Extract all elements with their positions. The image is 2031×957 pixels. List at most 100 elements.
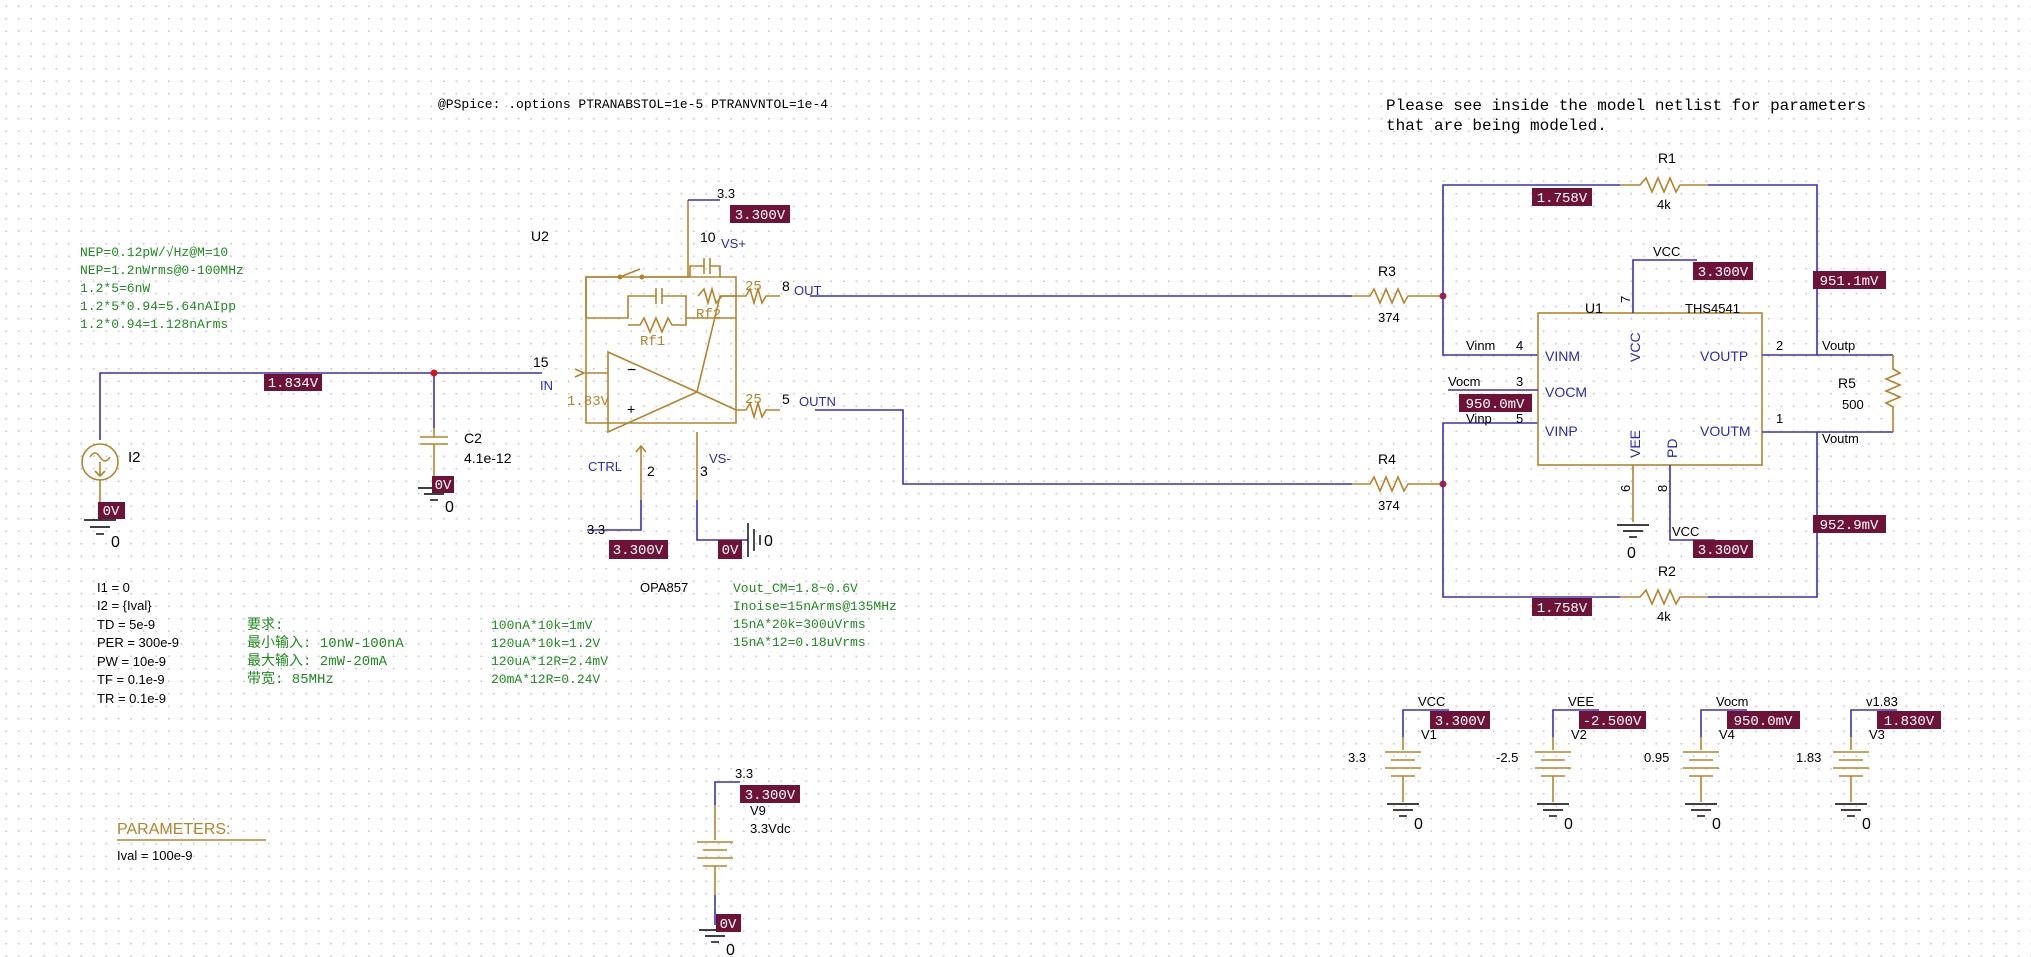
model-note-line1: Please see inside the model netlist for … [1386,97,1866,115]
ctrl-pin-label: CTRL [588,459,622,474]
v9-value: 3.3Vdc [750,821,791,836]
svg-text:1.834V: 1.834V [268,376,319,392]
c2-ref: C2 [464,430,482,446]
voutp-pin-label: VOUTP [1700,348,1748,364]
in-pin-num: 15 [533,354,549,370]
outn-wire [815,409,1352,485]
vinp-net-label: Vinp [1466,411,1492,426]
outn-pin-num: 5 [782,391,790,407]
svg-text:950.0mV: 950.0mV [1466,397,1525,413]
vsm-wire [696,500,748,541]
param-line: I2 = {Ival} [97,598,152,613]
req-line: 最小输入: 10nW-100nA [247,635,404,652]
svg-text:−: − [627,362,636,379]
noise-line: 15nA*12=0.18uVrms [733,635,866,650]
r1-left-wire [1442,184,1620,296]
resistor-r4[interactable]: R4 374 [1352,451,1440,513]
vocm-pin-num: 3 [1516,374,1523,389]
rf1-label: Rf1 [640,334,665,350]
ctrl-wire [587,500,642,531]
model-note-line2: that are being modeled. [1386,117,1607,135]
voltage-source-v4[interactable]: Vocm V4 0.95 0 [1644,694,1749,833]
capacitor-c2[interactable]: C2 4.1e-12 [420,373,512,483]
v1-value: 3.3 [1348,750,1366,765]
voltage-source-v3[interactable]: v1.83 V3 1.83 0 [1796,694,1898,833]
c2-value: 4.1e-12 [464,450,512,466]
v2-value: -2.5 [1496,750,1518,765]
nep-line: NEP=1.2nWrms@0-100MHz [80,263,244,278]
ground-label: 0 [1414,816,1423,833]
vsm-pin-label: VS- [709,451,731,466]
voltage-source-v9[interactable]: 3.3 V9 3.3Vdc 0 [697,766,791,957]
voltage-marker-v1: 3.300V [1430,711,1490,730]
u2-ref: U2 [531,228,549,244]
r1-value: 4k [1657,197,1671,212]
voltage-marker-v2: -2.500V [1579,711,1646,730]
voltage-marker-vs-minus: 0V [718,540,742,559]
voltage-marker-vs-plus: 3.300V [730,205,790,224]
svg-text:1.830V: 1.830V [1884,714,1935,730]
r5-ref: R5 [1838,375,1856,391]
vocm-pin-label: VOCM [1545,384,1587,400]
v3-ref: V3 [1869,727,1885,742]
voutm-pin-num: 1 [1776,411,1783,426]
v4-net-label: Vocm [1716,694,1749,709]
r2-right-wire [1708,432,1818,598]
svg-text:0V: 0V [435,478,452,494]
r-out-label: 25 [745,279,762,295]
outn-pin-label: OUTN [799,394,836,409]
svg-text:3.300V: 3.300V [1435,714,1486,730]
ground-symbol: 0 [1617,524,1649,562]
resistor-r5[interactable]: R5 500 [1838,355,1903,432]
param-line: TR = 0.1e-9 [97,691,166,706]
r4-ref: R4 [1378,451,1396,467]
voltage-marker-vocm: 950.0mV [1459,394,1532,413]
opamp-u2[interactable]: U2 OPA857 − + Rf1 Rf2 10 VS+ 3.3 [531,186,836,595]
param-line: TF = 0.1e-9 [97,672,165,687]
ground-symbol: 0 [84,519,120,551]
voltage-source-v2[interactable]: VEE V2 -2.5 0 [1496,694,1599,833]
resistor-r3[interactable]: R3 374 [1352,263,1440,325]
current-source-i2[interactable]: I2 [81,372,542,520]
voutm-net-label: Voutm [1822,431,1859,446]
vinm-pin-label: VINM [1545,348,1580,364]
parameters-block[interactable]: PARAMETERS: Ival = 100e-9 [117,821,266,863]
svg-text:+: + [627,401,635,417]
r2-left-wire [1442,484,1620,598]
u1-ref: U1 [1585,300,1603,316]
svg-text:1.83V: 1.83V [567,394,610,410]
req-line: 带宽: 85MHz [247,670,334,688]
vinp-pin-label: VINP [1545,423,1578,439]
fda-u1[interactable]: U1 THS4541 VINM VOCM VINP VOUTP VOUTM VC… [1448,244,1859,539]
pspice-options-note: @PSpice: .options PTRANABSTOL=1e-5 PTRAN… [438,97,828,112]
vinm-net-label: Vinm [1466,338,1495,353]
svg-text:0V: 0V [103,504,120,520]
vinp-pin-num: 5 [1516,411,1523,426]
r4-value: 374 [1378,498,1400,513]
svg-text:-2.500V: -2.500V [1583,714,1642,730]
noise-line: Inoise=15nArms@135MHz [733,599,897,614]
ground-label: 0 [445,499,454,516]
vee-pin-num: 6 [1618,485,1633,492]
resistor-r2[interactable]: R2 4k [1620,563,1708,624]
pd-net-label: VCC [1672,524,1699,539]
resistor-r1[interactable]: R1 4k [1620,150,1708,212]
parameters-title: PARAMETERS: [117,821,231,838]
voltage-marker-v9-gnd: 0V [716,914,741,933]
calc-line: 20mA*12R=0.24V [491,672,600,687]
ground-label: 0 [726,942,735,957]
svg-text:0V: 0V [720,917,737,933]
voltage-marker-i2-gnd: 0V [98,502,125,520]
vsm-pin-num: 3 [700,463,708,479]
voltage-source-v1[interactable]: VCC V1 3.3 0 [1348,694,1449,833]
voltage-marker-u1-vcc: 3.300V [1693,262,1753,281]
ctrl-pin-num: 2 [647,463,655,479]
nep-line: NEP=0.12pW/√Hz@M=10 [80,245,228,260]
svg-text:3.300V: 3.300V [735,208,786,224]
ground-label: 0 [1712,816,1721,833]
v2-net-label: VEE [1568,694,1594,709]
ctrl-net-label: 3.3 [587,522,605,537]
v4-ref: V4 [1719,727,1735,742]
vee-pin-label: VEE [1627,430,1643,458]
